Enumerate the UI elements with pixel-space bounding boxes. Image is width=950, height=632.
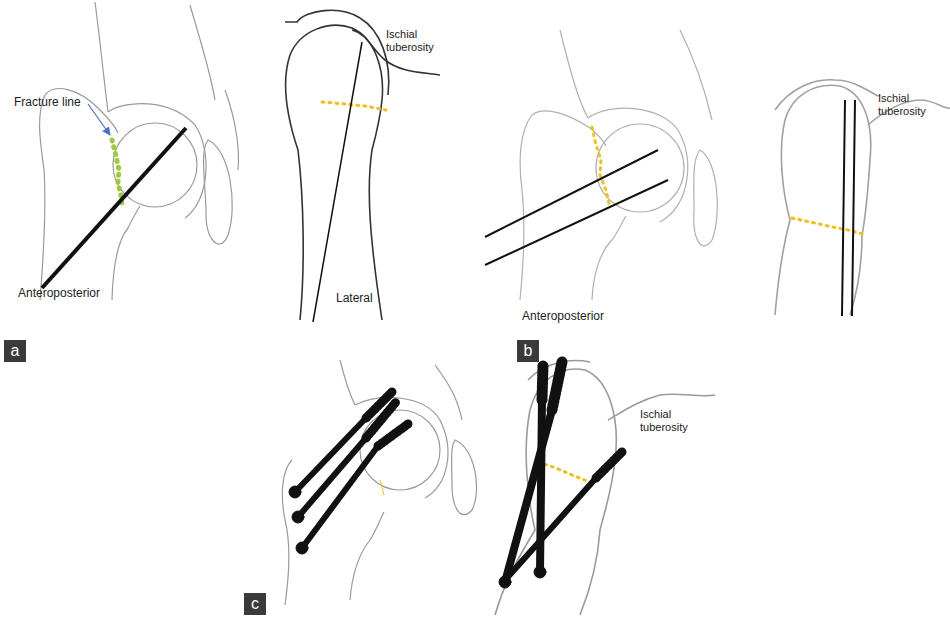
femur-lateral-c	[495, 361, 715, 615]
guide-wire	[42, 128, 186, 288]
fracture-line	[538, 462, 590, 482]
panel-letter: c	[244, 593, 266, 615]
cannulated-screw	[499, 362, 622, 588]
leader-arrow	[88, 104, 110, 135]
panel-letter-text: c	[251, 596, 259, 612]
fracture-line	[380, 480, 384, 495]
fracture-line	[322, 102, 386, 110]
guide-wire	[485, 180, 668, 265]
view-label: Anteroposterior	[522, 310, 604, 324]
femur-ap-a	[40, 2, 239, 300]
panel-letter: b	[517, 340, 539, 362]
anatomy-label: Ischial tuberosity	[386, 28, 454, 53]
femur-ap-c	[282, 360, 476, 605]
guide-wire	[852, 100, 855, 316]
panel-letter: a	[4, 340, 26, 362]
panel-letter-text: a	[11, 343, 20, 359]
fracture-line	[792, 218, 866, 235]
femur-lateral-b	[775, 80, 950, 315]
cannulated-screw	[289, 392, 408, 554]
anatomy-label: Ischial tuberosity	[640, 408, 708, 433]
guide-wire	[842, 100, 845, 316]
fracture-line	[592, 127, 610, 208]
view-label: Anteroposterior	[18, 287, 100, 301]
view-label: Lateral	[336, 292, 373, 306]
femur-ap-b	[520, 30, 717, 300]
anatomy-label: Ischial tuberosity	[878, 92, 946, 117]
annotation-label: Fracture line	[14, 96, 81, 110]
femur-lateral-a	[285, 10, 440, 320]
guide-wire	[313, 42, 362, 322]
panel-letter-text: b	[524, 343, 533, 359]
fracture-line	[112, 140, 122, 204]
